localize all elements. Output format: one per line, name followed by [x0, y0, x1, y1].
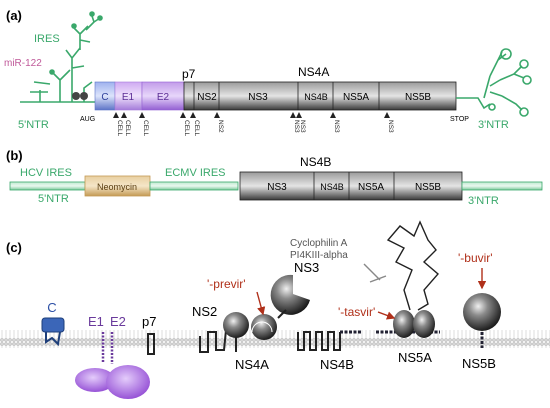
- cleavage-label-8: NS3: [333, 120, 340, 133]
- ns5a-protein: [376, 220, 440, 338]
- ecmv-ires-label: ECMV IRES: [165, 167, 226, 179]
- ns3-label: NS3: [294, 260, 319, 275]
- cleavage-marker-4: [190, 112, 196, 118]
- p7-top-label: p7: [182, 67, 196, 81]
- mirna-bound-dot: [80, 92, 88, 100]
- mirna-bound-dot: [72, 92, 80, 100]
- panel-c-tag: (c): [6, 240, 22, 255]
- segment-ns4b: NS4B: [320, 182, 344, 192]
- cleavage-label-5: NS2: [217, 120, 224, 133]
- protein-label-c: C: [101, 92, 108, 103]
- ns5a-disordered-domain: [386, 220, 439, 311]
- e2-segment: [141, 81, 185, 111]
- host-factor-bar: [369, 275, 387, 283]
- ires-label: IRES: [34, 33, 60, 45]
- ns2-label: NS2: [192, 304, 217, 319]
- panel-c: (c) C E1 E2 p7 NS2: [0, 220, 550, 399]
- segment-ns5b: NS5B: [415, 182, 441, 193]
- tasvir-arrow: [377, 311, 396, 320]
- ns3-ns4a-complex: [223, 274, 310, 352]
- b-utr3-label: 3'NTR: [468, 195, 499, 207]
- buvir-label: '-buvir': [458, 251, 493, 265]
- host-factor-pointer: [363, 263, 381, 281]
- previr-label: '-previr': [207, 277, 246, 291]
- ns4b-label: NS4B: [320, 357, 354, 372]
- protein-label-ns5b: NS5B: [405, 92, 431, 103]
- utr5-label: 5'NTR: [18, 119, 49, 131]
- cleavage-marker-2: [139, 112, 145, 118]
- e1-segment: [114, 81, 143, 111]
- ns3-helicase: [270, 274, 310, 315]
- panel-b-tag: (b): [6, 148, 23, 163]
- previr-arrow: [256, 291, 266, 316]
- cleavage-marker-8: [330, 112, 336, 118]
- protein-label-e2: E2: [157, 92, 170, 103]
- cleavage-label-0: CELL: [116, 120, 123, 137]
- core-label: C: [47, 300, 56, 315]
- protein-label-ns2: NS2: [197, 92, 217, 103]
- cleavage-label-3: CELL: [183, 120, 190, 137]
- utr3-structure: [456, 48, 532, 117]
- segment-ns5a: NS5A: [358, 182, 384, 193]
- ires-structure: [20, 11, 103, 103]
- e2-label: E2: [110, 314, 126, 329]
- b-utr3-bar: [461, 181, 543, 191]
- protein-label-e1: E1: [122, 92, 135, 103]
- ns4b-top-label: NS4B: [300, 155, 331, 169]
- cleavage-marker-9: [384, 112, 390, 118]
- cleavage-marker-6: [290, 112, 296, 118]
- panel-a-tag: (a): [6, 8, 22, 23]
- e1-e2-glycoproteins: [75, 332, 150, 399]
- p7-protein: [147, 333, 155, 355]
- b-utr5-label: 5'NTR: [38, 193, 69, 205]
- segment-ns3: NS3: [267, 182, 287, 193]
- ns4a-label: NS4A: [235, 357, 269, 372]
- ns4b-protein: [297, 331, 341, 351]
- cleavage-label-4: CELL: [193, 120, 200, 137]
- ns5b-label: NS5B: [462, 356, 496, 371]
- nonstructural-bar: [183, 81, 457, 111]
- protein-label-ns5a: NS5A: [343, 92, 369, 103]
- core-protein: [41, 317, 65, 347]
- utr3-label: 3'NTR: [478, 119, 509, 131]
- ns5b-protein: [463, 293, 501, 348]
- p7-label: p7: [142, 314, 156, 329]
- neomycin-label: Neomycin: [97, 182, 137, 192]
- pi4k-label: PI4KIII-alpha: [290, 250, 348, 261]
- ecmv-ires-bar: [149, 181, 239, 191]
- aug-label: AUG: [80, 116, 95, 123]
- cleavage-marker-0: [113, 112, 119, 118]
- tasvir-label: '-tasvir': [338, 305, 375, 319]
- panel-b: (b) HCV IRES 5'NTR Neomycin ECMV IRES NS…: [6, 148, 543, 207]
- cleavage-marker-1: [121, 112, 127, 118]
- cyclophilin-label: Cyclophilin A: [290, 238, 348, 249]
- protein-label-ns4b: NS4B: [304, 92, 328, 102]
- cleavage-marker-3: [180, 112, 186, 118]
- cleavage-label-7: NS3: [299, 120, 306, 133]
- cleavage-label-6: NS3: [293, 120, 300, 133]
- cleavage-marker-7: [296, 112, 302, 118]
- ns4a-top-label: NS4A: [298, 65, 329, 79]
- cleavage-label-2: CELL: [142, 120, 149, 137]
- panel-a: (a) IRES miR-122 5'NTR AUG: [4, 8, 532, 137]
- cleavage-label-9: NS3: [387, 120, 394, 133]
- er-membrane: [0, 330, 550, 348]
- mir122-label: miR-122: [4, 58, 42, 69]
- cleavage-marker-5: [214, 112, 220, 118]
- stop-label: STOP: [450, 116, 469, 123]
- hcv-ires-label: HCV IRES: [20, 167, 72, 179]
- ns5a-label: NS5A: [398, 350, 432, 365]
- hcv-ires-bar: [9, 181, 86, 191]
- protein-label-ns3: NS3: [248, 92, 268, 103]
- ns2-protein: [199, 329, 227, 353]
- cleavage-markers: CELL CELL CELL CELL CELL NS2 NS3 NS3 NS3…: [113, 112, 394, 137]
- cleavage-label-1: CELL: [124, 120, 131, 137]
- e1-label: E1: [88, 314, 104, 329]
